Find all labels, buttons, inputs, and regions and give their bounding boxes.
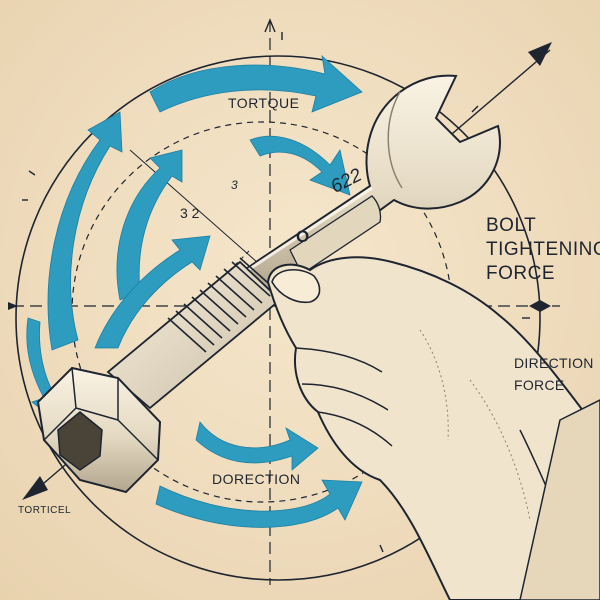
label-bolt-tightening-force: BOLT TIGHTENING FORCE [486,214,600,286]
torque-arrow-top [149,54,363,113]
force-arrow-tip-bottom [22,476,48,500]
label-number-3: 3 [231,178,238,192]
outer-circle [15,55,541,581]
label-bolt-line-1: BOLT [486,215,537,236]
label-bolt-line-2: TIGHTENING [486,239,600,260]
bolt-threads [167,257,277,353]
hand [266,256,600,600]
bolt [36,257,282,494]
direction-arrow-bottom [155,479,363,528]
label-bolt-line-3: FORCE [486,263,555,284]
label-direction: DORECTION [212,471,301,487]
force-arrow-tip-top [528,42,552,66]
ring-ticks [22,32,530,553]
torque-arrow-left-inner [116,149,183,301]
torque-arrow-left-outer [47,111,123,351]
label-direction-force: DIRECTION FORCE [514,352,594,396]
thumb [271,269,321,304]
wrench [227,74,501,294]
torque-arrow-left-mid [94,235,211,349]
label-torque: TORTQUE [228,95,300,111]
axis-left-tick [8,302,18,310]
label-direction-force-line-2: FORCE [514,377,565,393]
wrench-o-marking: O [296,227,310,246]
axis-top-tick [264,18,276,33]
sleeve [519,399,600,600]
label-number-3-2: 3 2 [180,205,200,221]
torque-arrows [26,54,363,528]
torque-arrow-inner-top [249,135,351,196]
axis-diamond-marker [529,300,551,312]
label-direction-force-line-1: DIRECTION [514,355,594,371]
direction-arrow-lower [195,421,319,471]
nut-hole [57,411,103,471]
label-torticel: TORTICEL [18,505,72,516]
